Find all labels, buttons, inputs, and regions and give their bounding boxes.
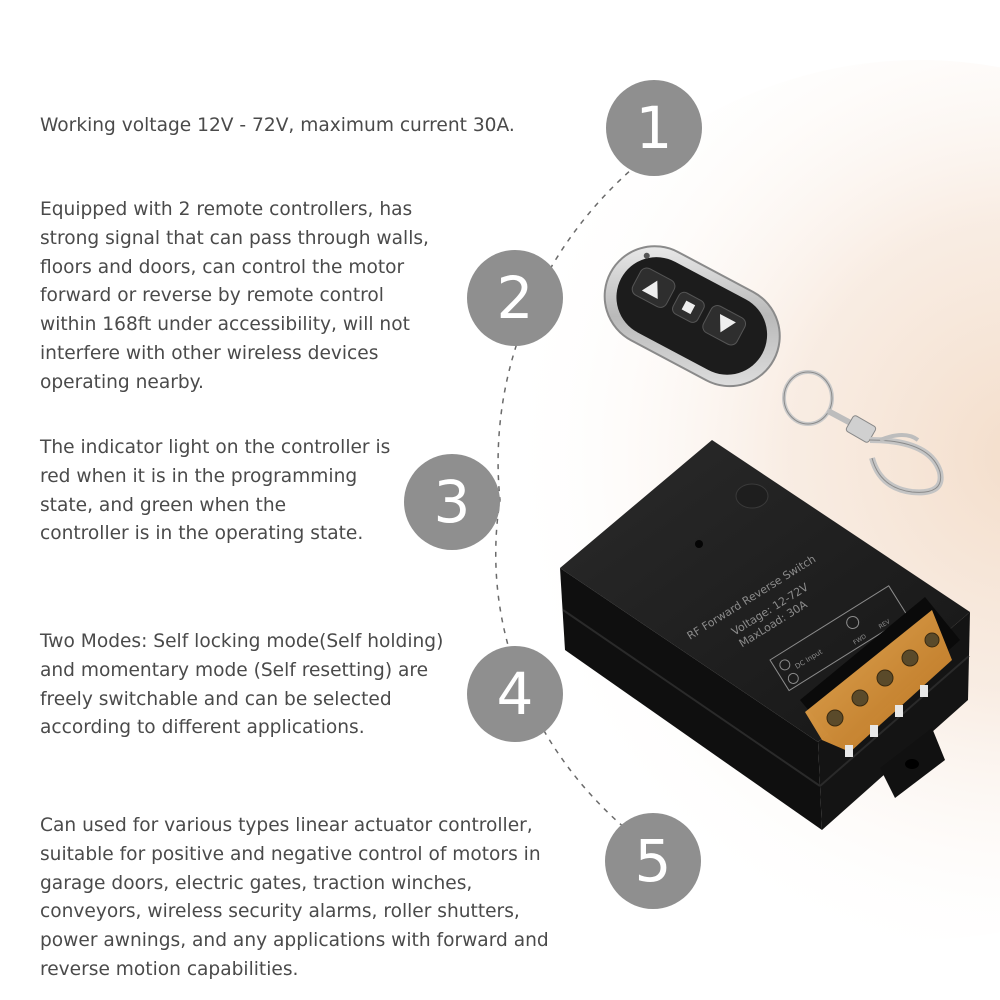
number-badge-4: 4 bbox=[467, 646, 563, 742]
feature-4-text: Two Modes: Self locking mode(Self holdin… bbox=[40, 631, 444, 739]
number-badge-1: 1 bbox=[606, 80, 702, 176]
feature-2-text: Equipped with 2 remote controllers, has … bbox=[40, 199, 429, 393]
feature-1-text: Working voltage 12V - 72V, maximum curre… bbox=[40, 115, 515, 136]
number-badge-3: 3 bbox=[404, 454, 500, 550]
feature-5-text: Can used for various types linear actuat… bbox=[40, 815, 549, 980]
feature-3-text: The indicator light on the controller is… bbox=[40, 437, 391, 545]
number-badge-5: 5 bbox=[605, 813, 701, 909]
number-badge-2: 2 bbox=[467, 250, 563, 346]
